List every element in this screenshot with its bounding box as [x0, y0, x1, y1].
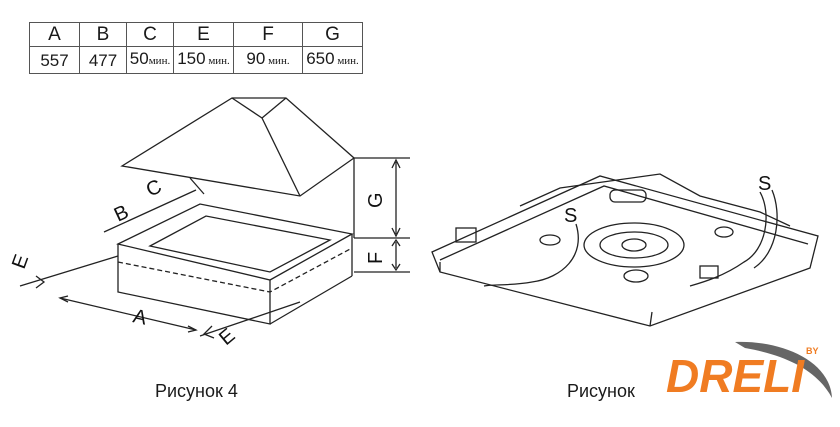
label-g: G — [365, 192, 387, 208]
value-c: 50мин. — [126, 46, 174, 74]
value-g: 650 мин. — [302, 46, 363, 74]
header-e: E — [173, 22, 234, 47]
value-num: 557 — [40, 50, 69, 70]
value-num: 150 — [177, 49, 206, 68]
dreli-logo: DRELI BY — [666, 341, 832, 402]
figure4-hood-and-cutout — [19, 97, 410, 339]
label-c: C — [143, 175, 165, 201]
value-b: 477 — [79, 46, 127, 74]
figure-right-caption: Рисунок — [567, 381, 635, 401]
label-b: B — [111, 201, 132, 227]
value-unit: мин. — [148, 55, 171, 67]
value-num: 477 — [88, 50, 118, 70]
table-value-row: 557 477 50мин. 150 мин. 90 мин. 650 мин. — [29, 46, 363, 74]
figure-hob-underside — [431, 173, 819, 327]
table-header-row: A B C E F G — [29, 22, 363, 47]
label-f: F — [365, 252, 387, 264]
value-unit: мин. — [265, 55, 290, 67]
value-e: 150 мин. — [173, 46, 234, 74]
logo-text: DRELI — [666, 350, 805, 402]
value-num: 50 — [129, 49, 149, 68]
label-s2: S — [758, 173, 771, 195]
value-a: 557 — [29, 46, 80, 74]
label-s1: S — [564, 205, 577, 227]
header-b: B — [79, 22, 127, 47]
value-num: 650 — [306, 49, 335, 68]
value-num: 90 — [246, 49, 266, 68]
dimensions-table: A B C E F G 557 477 50мин. 150 мин. 90 м… — [29, 22, 363, 74]
value-f: 90 мин. — [233, 46, 303, 74]
value-unit: мин. — [334, 55, 359, 67]
value-unit: мин. — [205, 55, 230, 67]
label-e2: E — [215, 324, 239, 349]
logo-by: BY — [806, 346, 819, 356]
label-e: E — [8, 252, 33, 272]
figure4-caption: Рисунок 4 — [155, 381, 238, 401]
header-a: A — [29, 22, 80, 47]
label-a: A — [131, 305, 149, 329]
